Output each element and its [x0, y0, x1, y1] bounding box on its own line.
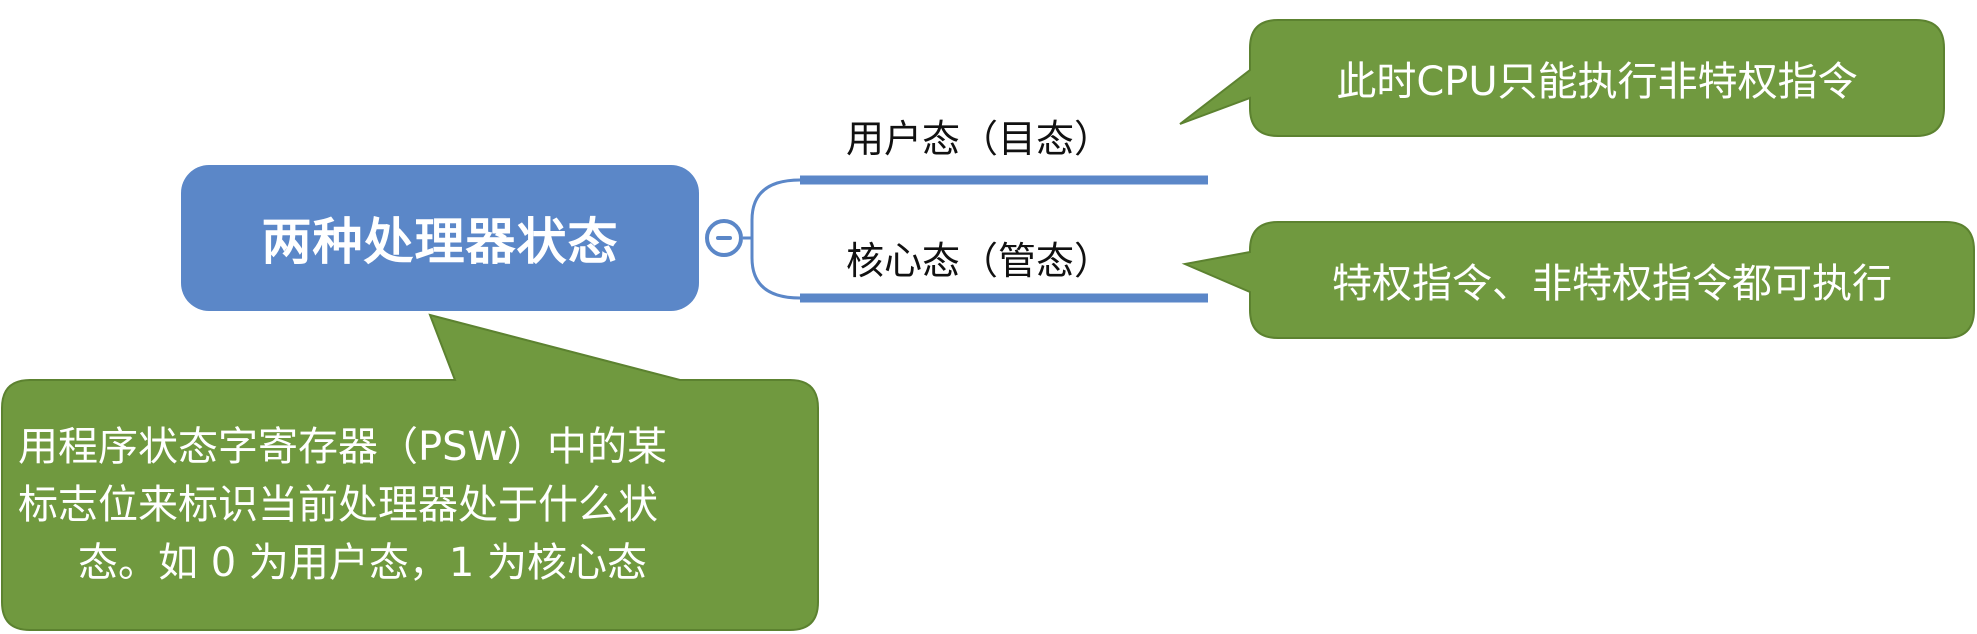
- minus-icon: [716, 236, 732, 240]
- callout-kernel-shape: [1181, 221, 1975, 339]
- branch-user-mode[interactable]: 用户态（目态）: [846, 117, 1113, 161]
- central-topic-node[interactable]: 两种处理器状态: [181, 165, 699, 311]
- callout-kernel-mode: 特权指令、非特权指令都可执行: [1250, 222, 1974, 338]
- branch-connector: [743, 178, 1206, 300]
- central-callout-shape: [1, 313, 819, 631]
- central-topic-label: 两种处理器状态: [261, 213, 619, 271]
- central-callout-line: 用程序状态字寄存器（PSW）中的某: [18, 424, 668, 470]
- callout-kernel-mode-text: 特权指令、非特权指令都可执行: [1332, 261, 1892, 307]
- callout-user-mode: 此时CPU只能执行非特权指令: [1250, 20, 1944, 136]
- central-callout: 用程序状态字寄存器（PSW）中的某 标志位来标识当前处理器处于什么状 态。如 0…: [0, 380, 818, 630]
- callout-user-mode-text: 此时CPU只能执行非特权指令: [1336, 59, 1858, 105]
- callout-user-shape: [1179, 19, 1945, 137]
- central-callout-line: 标志位来标识当前处理器处于什么状: [18, 482, 658, 528]
- branch-kernel-mode[interactable]: 核心态（管态）: [846, 239, 1113, 283]
- collapse-toggle-button[interactable]: [705, 219, 743, 257]
- central-callout-line: 态。如 0 为用户态，1 为核心态: [78, 540, 648, 586]
